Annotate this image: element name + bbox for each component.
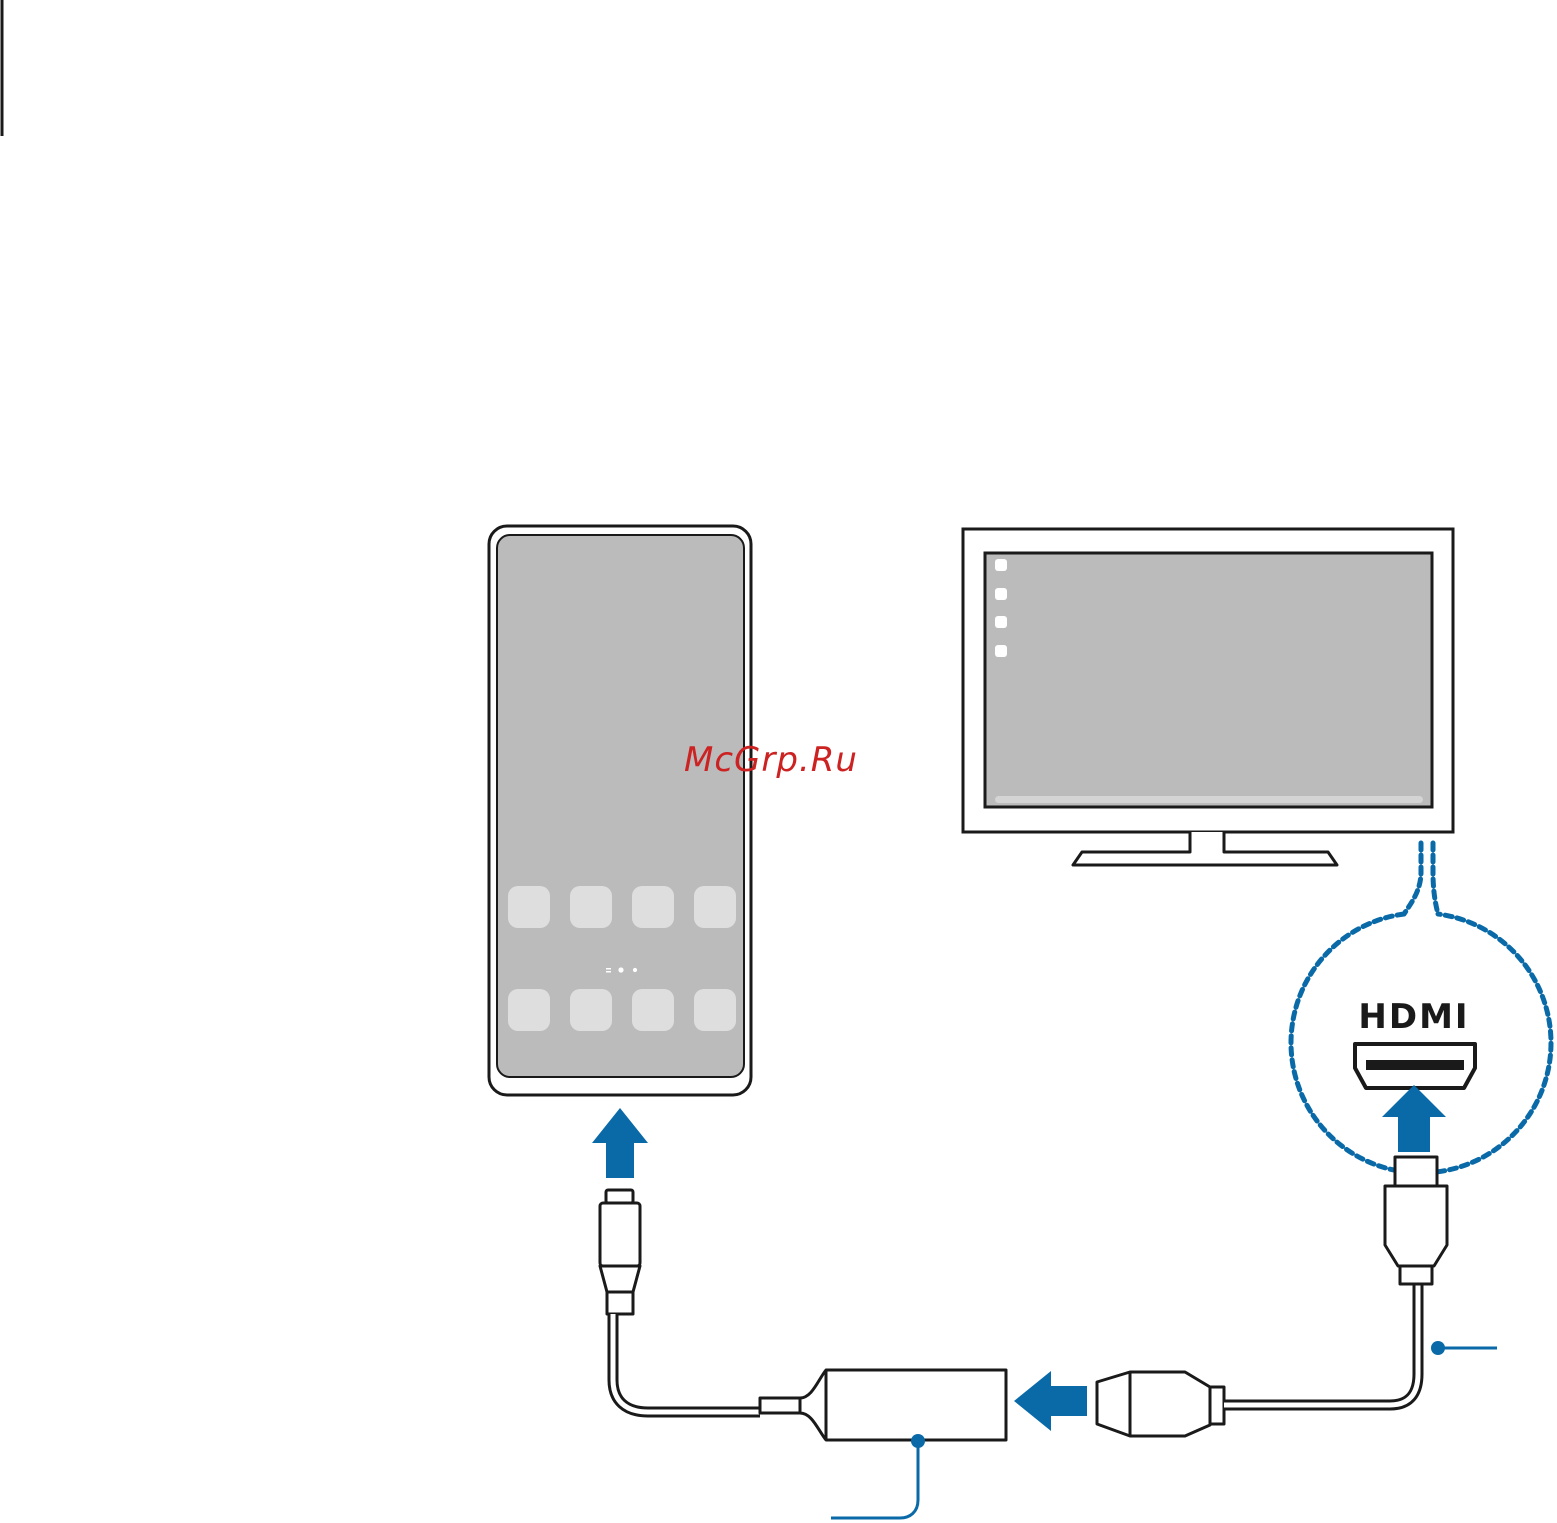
hdmi-cable-callout-leader xyxy=(1431,1341,1497,1355)
app-icon xyxy=(632,886,674,928)
usb-c-plug-icon xyxy=(600,1190,640,1314)
monitor-screen xyxy=(985,553,1432,807)
monitor-stand xyxy=(1073,832,1337,865)
app-icon xyxy=(694,886,736,928)
arrow-up-to-phone xyxy=(592,1108,648,1178)
desktop-icon xyxy=(995,645,1007,657)
hdmi-plug-icon xyxy=(1385,1157,1447,1284)
arrow-up-to-hdmi-port xyxy=(1382,1085,1446,1152)
app-icon xyxy=(694,989,736,1031)
hdmi-cable xyxy=(1224,1284,1418,1405)
hdmi-plug-icon xyxy=(1097,1372,1224,1436)
usb-c-to-hdmi-adapter-icon xyxy=(760,1370,1006,1440)
app-icon xyxy=(570,886,612,928)
hdmi-logo-text: HDMI xyxy=(1358,997,1469,1037)
app-icon xyxy=(508,989,550,1031)
taskbar xyxy=(995,796,1423,803)
usb-c-cable xyxy=(613,1314,760,1412)
app-icon xyxy=(570,989,612,1031)
monitor-icon xyxy=(963,529,1453,865)
app-icon xyxy=(632,989,674,1031)
smartphone-icon xyxy=(489,526,751,1095)
watermark-text: McGrp.Ru xyxy=(684,740,858,780)
app-icon xyxy=(508,886,550,928)
desktop-icon xyxy=(995,588,1007,600)
hdmi-port-icon xyxy=(1355,1044,1475,1088)
desktop-icon xyxy=(995,616,1007,628)
desktop-icon xyxy=(995,559,1007,571)
arrow-left-to-adapter xyxy=(1014,1371,1087,1431)
adapter-callout-leader xyxy=(831,1434,925,1518)
